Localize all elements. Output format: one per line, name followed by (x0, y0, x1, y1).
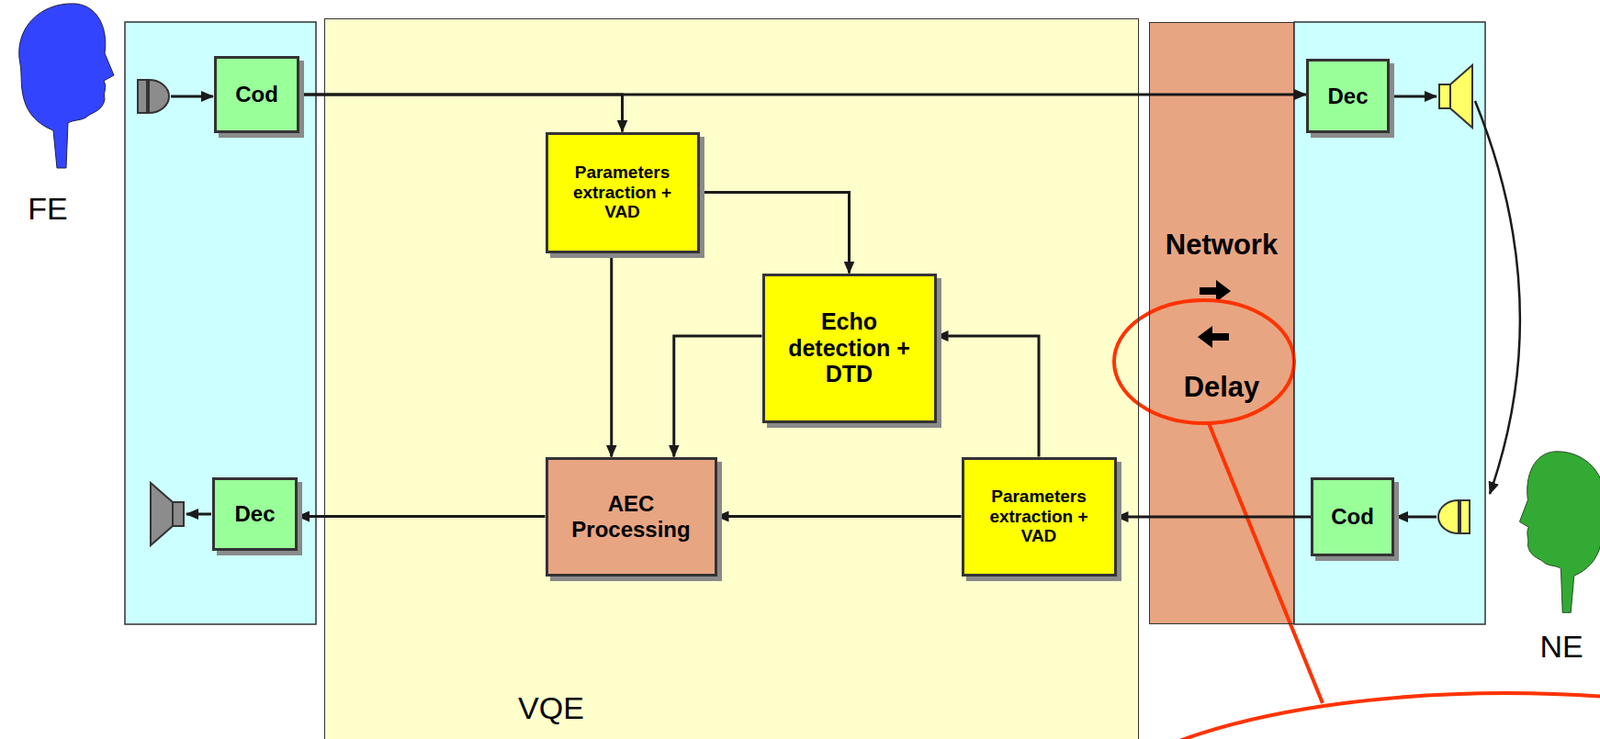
microphone-symbol (148, 79, 170, 113)
vqe-fill (324, 18, 1139, 739)
party-label-text: NE (1539, 629, 1583, 665)
codec-box: Dec (1306, 58, 1390, 134)
speaker-head (19, 3, 114, 169)
callout-line (1208, 423, 1323, 704)
box-label: Parameters extraction + VAD (553, 162, 692, 224)
box-label: Cod (235, 81, 279, 108)
box-label: Echo detection + DTD (770, 308, 929, 388)
signal-wire (170, 95, 214, 99)
party-label: NE (1539, 629, 1583, 665)
microphone-symbol (1438, 500, 1459, 534)
signal-connector (674, 336, 763, 458)
signal-connector (297, 515, 546, 519)
codec-box: Cod (214, 56, 300, 134)
loudspeaker-symbol (150, 483, 173, 546)
codec-box: Cod (1310, 477, 1395, 557)
box-label: Cod (1330, 504, 1375, 530)
signal-connector (609, 253, 613, 458)
loudspeaker-symbol (172, 502, 184, 527)
signal-connector (717, 515, 962, 519)
box-label: Dec (234, 501, 275, 528)
region-label: Network (1165, 228, 1278, 262)
signal-connector (699, 192, 850, 274)
box-label: AEC Processing (553, 491, 710, 542)
process-box: Echo detection + DTD (762, 273, 937, 424)
signal-wire (1390, 95, 1437, 99)
speaker-head (1519, 451, 1600, 614)
party-label-text: FE (27, 191, 68, 227)
signal-connector (936, 336, 1040, 458)
loudspeaker-symbol (1439, 84, 1451, 109)
box-label: Parameters extraction + VAD (969, 486, 1109, 548)
process-box: Parameters extraction + VAD (545, 132, 700, 254)
signal-wire (186, 513, 212, 517)
party-label: FE (27, 191, 68, 227)
box-label: Dec (1327, 83, 1368, 110)
codec-box: Dec (212, 477, 298, 552)
region-label: VQE (518, 690, 585, 727)
process-box: AEC Processing (545, 457, 718, 577)
terminal-panel (1294, 22, 1486, 625)
signal-wire (1396, 516, 1437, 519)
highlight-ellipse (1074, 693, 1600, 739)
loudspeaker-symbol (1450, 65, 1473, 128)
process-box: Parameters extraction + VAD (961, 457, 1117, 577)
direction-arrow (1197, 326, 1229, 349)
highlight-ellipse (1114, 300, 1295, 424)
region-label: Delay (1183, 371, 1261, 405)
signal-connector (1116, 516, 1312, 519)
terminal-panel (124, 22, 316, 625)
network-band: NetworkDelay (1149, 22, 1295, 625)
acoustic-path (1475, 101, 1521, 495)
vqe-region: VQE Parameters extraction + VAD Echo detec… (324, 18, 1139, 739)
signal-connector (299, 94, 623, 133)
microphone-symbol (137, 79, 147, 113)
microphone-symbol (1460, 500, 1470, 534)
